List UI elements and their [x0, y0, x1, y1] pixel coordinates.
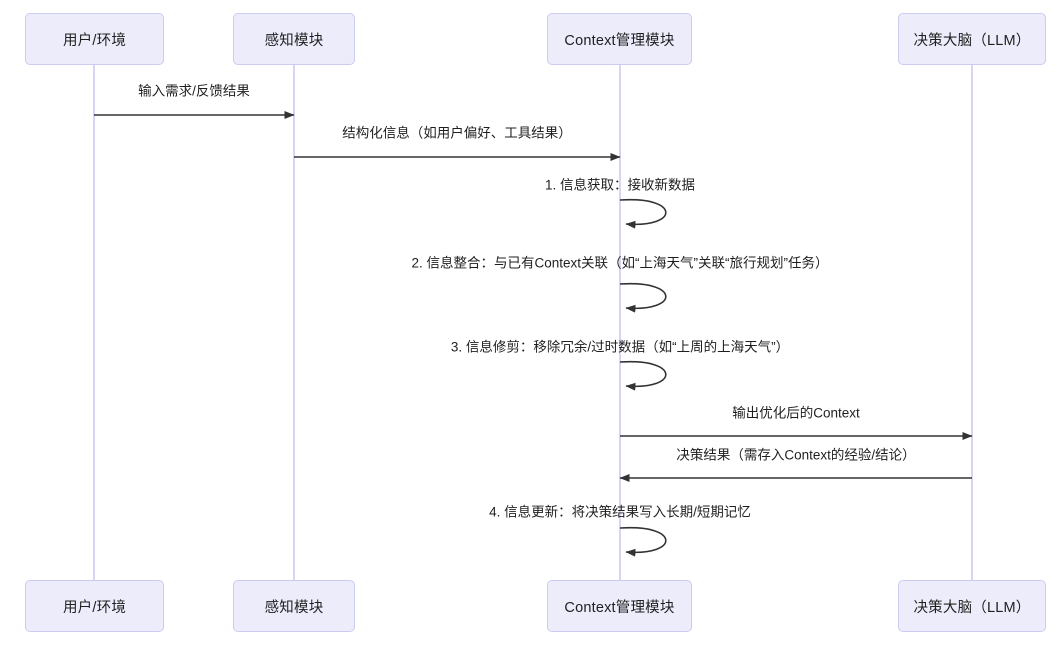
message-label-2: 结构化信息（如用户偏好、工具结果）	[342, 125, 572, 141]
participant-label: 决策大脑（LLM）	[913, 599, 1031, 616]
message-label-8: 4. 信息更新：将决策结果写入长期/短期记忆	[489, 504, 751, 520]
participant-label: Context管理模块	[564, 32, 675, 49]
participant-label: 决策大脑（LLM）	[913, 32, 1031, 49]
self-message-arrow-8	[619, 526, 667, 557]
participant-label: 用户/环境	[62, 32, 127, 49]
self-message-arrow-5	[619, 360, 667, 391]
participant-label: 感知模块	[264, 599, 324, 616]
self-message-arrow-3	[619, 198, 667, 229]
lifelines-group	[93, 65, 973, 580]
participant-footer-llm[interactable]: 决策大脑（LLM）	[898, 580, 1046, 632]
message-label-5: 3. 信息修剪：移除冗余/过时数据（如“上周的上海天气”）	[450, 339, 790, 355]
participant-label: 用户/环境	[62, 599, 127, 616]
message-label-1: 输入需求/反馈结果	[138, 83, 250, 99]
participant-label: Context管理模块	[564, 599, 675, 616]
message-label-6: 输出优化后的Context	[732, 405, 860, 421]
participant-header-context[interactable]: Context管理模块	[547, 13, 692, 65]
participant-header-user[interactable]: 用户/环境	[25, 13, 164, 65]
participant-footer-perception[interactable]: 感知模块	[233, 580, 355, 632]
participant-label: 感知模块	[264, 32, 324, 49]
message-label-7: 决策结果（需存入Context的经验/结论）	[676, 447, 916, 463]
self-message-arrow-4	[619, 282, 667, 313]
participant-header-llm[interactable]: 决策大脑（LLM）	[898, 13, 1046, 65]
participant-header-perception[interactable]: 感知模块	[233, 13, 355, 65]
message-label-3: 1. 信息获取：接收新数据	[544, 177, 696, 193]
message-label-4: 2. 信息整合：与已有Context关联（如“上海天气”关联“旅行规划”任务）	[411, 255, 829, 271]
participant-footer-user[interactable]: 用户/环境	[25, 580, 164, 632]
messages-group	[94, 111, 973, 557]
participant-footer-context[interactable]: Context管理模块	[547, 580, 692, 632]
